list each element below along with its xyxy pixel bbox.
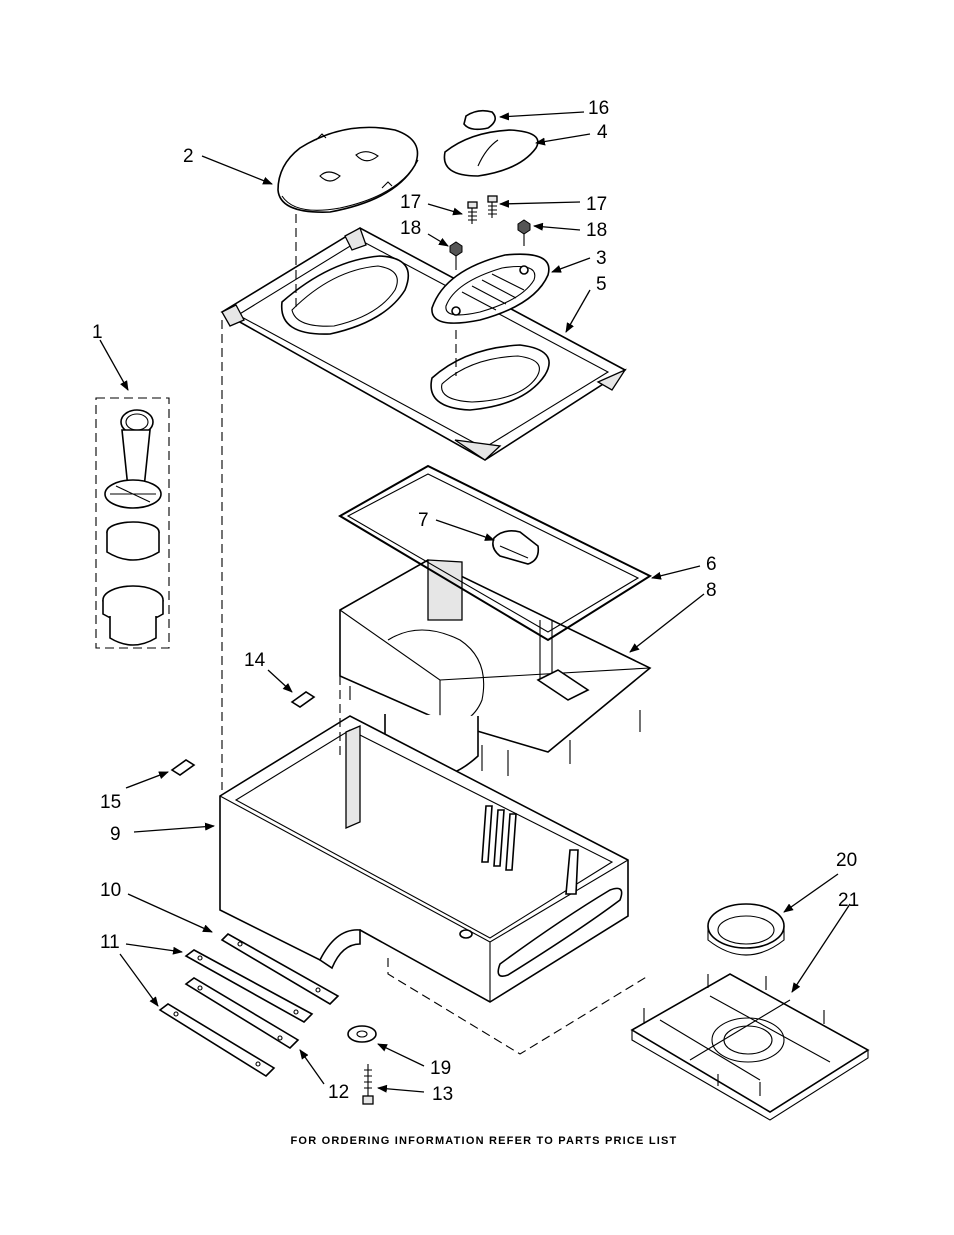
top-panel-part-5 xyxy=(220,227,627,461)
callout-19: 19 xyxy=(430,1058,451,1079)
callout-16: 16 xyxy=(588,98,609,119)
callout-17a: 17 xyxy=(400,192,421,213)
screw-part-18b xyxy=(517,219,531,246)
screw-part-17a xyxy=(467,201,478,224)
clip-part-14 xyxy=(290,691,316,708)
callout-15: 15 xyxy=(100,792,121,813)
clip-part-15 xyxy=(170,759,196,776)
bracket-part-11b xyxy=(158,1003,276,1078)
screw-part-18a xyxy=(449,241,463,270)
leader-lines xyxy=(99,111,851,1093)
callout-12: 12 xyxy=(328,1082,349,1103)
callout-17b: 17 xyxy=(586,194,607,215)
seal-part-20 xyxy=(707,903,785,956)
drain-assembly-part-1 xyxy=(95,397,170,649)
bracket-part-12 xyxy=(184,977,300,1050)
cover-part-4 xyxy=(443,129,539,177)
callout-2: 2 xyxy=(183,146,194,167)
washer-part-19 xyxy=(347,1025,377,1043)
callout-11: 11 xyxy=(100,932,120,953)
housing-part-9 xyxy=(219,715,649,1055)
screw-part-17b xyxy=(487,195,498,218)
callout-18a: 18 xyxy=(400,218,421,239)
callout-3: 3 xyxy=(596,248,607,269)
callout-10: 10 xyxy=(100,880,121,901)
callout-14: 14 xyxy=(244,650,266,671)
callout-18b: 18 xyxy=(586,220,607,241)
bracket-part-11a xyxy=(184,949,314,1023)
callout-labels: 1 2 3 4 5 6 7 8 9 10 11 12 13 14 15 16 1… xyxy=(92,98,859,1105)
lid-part-2 xyxy=(277,126,419,213)
base-plate-part-21 xyxy=(630,973,870,1121)
gasket-part-6 xyxy=(338,464,653,642)
callout-13: 13 xyxy=(432,1084,453,1105)
knob-part-16 xyxy=(463,109,496,131)
callout-8: 8 xyxy=(706,580,717,601)
bracket-part-10 xyxy=(220,933,340,1006)
callout-1: 1 xyxy=(92,322,103,343)
float-part-7 xyxy=(492,530,540,565)
callout-20: 20 xyxy=(836,850,857,871)
footer-note: FOR ORDERING INFORMATION REFER TO PARTS … xyxy=(291,1135,678,1147)
callout-5: 5 xyxy=(596,274,607,295)
callout-4: 4 xyxy=(597,122,608,143)
callout-21: 21 xyxy=(838,890,859,911)
bolt-part-13 xyxy=(362,1064,374,1105)
callout-6: 6 xyxy=(706,554,717,575)
callout-7: 7 xyxy=(418,510,429,531)
callout-9: 9 xyxy=(110,824,121,845)
grille-part-3 xyxy=(431,253,550,324)
